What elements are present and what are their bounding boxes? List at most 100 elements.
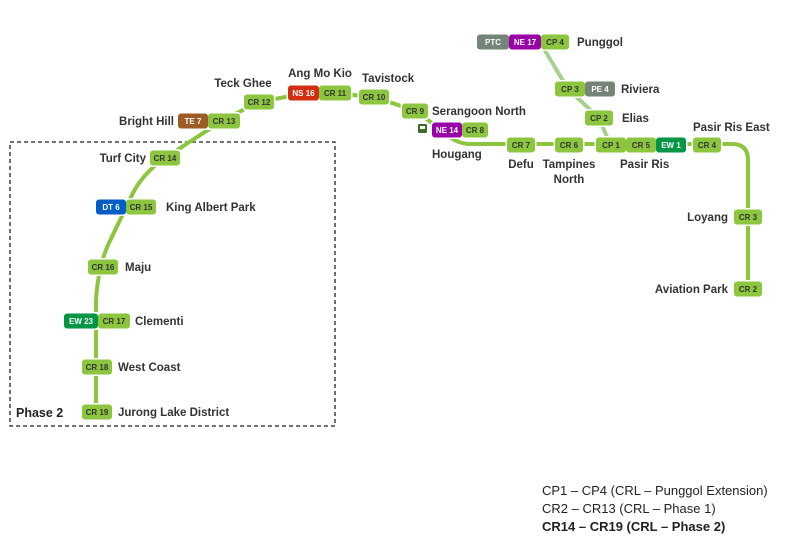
station-name-elias: Elias xyxy=(622,113,649,125)
phase-2-label: Phase 2 xyxy=(16,406,63,420)
station-code-text: CR 18 xyxy=(86,363,109,372)
station-code-chip xyxy=(656,137,686,153)
station-turf-city: CR 14 xyxy=(148,149,182,167)
station-code-text: CR 16 xyxy=(92,263,115,272)
station-code-chip xyxy=(98,313,130,329)
station-name-west-coast: West Coast xyxy=(118,362,181,374)
station-code-chip xyxy=(555,137,583,153)
station-code-text: CR 4 xyxy=(698,141,717,150)
station-code-text: DT 6 xyxy=(102,203,120,212)
legend-phase-1: CR2 – CR13 (CRL – Phase 1) xyxy=(542,501,716,516)
station-code-chip xyxy=(596,137,626,153)
station-riviera: CP 3 PE 4 xyxy=(553,80,617,98)
station-code-text: CR 9 xyxy=(406,107,425,116)
station-jurong-lake-district: CR 19 xyxy=(80,403,114,421)
station-code-chip xyxy=(319,85,351,101)
legend-phase-2: CR14 – CR19 (CRL – Phase 2) xyxy=(542,519,726,534)
station-code-chip xyxy=(359,89,389,105)
station-code-chip xyxy=(462,122,488,138)
station-code-chip xyxy=(693,137,721,153)
station-name-tampines-north: Tampines xyxy=(543,159,596,171)
station-name-hougang: Hougang xyxy=(432,149,482,161)
station-code-text: CP 1 xyxy=(602,141,620,150)
station-name-teck-ghee: Teck Ghee xyxy=(214,78,271,90)
station-code-text: CR 6 xyxy=(560,141,579,150)
station-serangoon-north: CR 9 xyxy=(400,102,430,120)
station-name-king-albert-park: King Albert Park xyxy=(166,202,256,214)
station-pasir-ris-east: CR 4 xyxy=(691,136,723,154)
station-king-albert-park: DT 6 CR 15 xyxy=(94,198,158,216)
station-code-chip xyxy=(541,34,569,50)
station-code-text: PTC xyxy=(485,38,501,47)
station-name-serangoon-north: Serangoon North xyxy=(432,106,526,118)
station-code-chip xyxy=(88,259,118,275)
crl-phase-2-track xyxy=(94,156,167,414)
station-code-chip xyxy=(477,34,509,50)
phase-2-boundary xyxy=(9,141,336,427)
station-name-riviera: Riviera xyxy=(621,84,660,96)
station-code-chip xyxy=(734,209,762,225)
station-pasir-ris: CP 1 CR 5 EW 1 xyxy=(594,136,688,154)
station-code-text: EW 23 xyxy=(69,317,94,326)
station-teck-ghee: CR 12 xyxy=(242,93,276,111)
track-lines xyxy=(94,42,750,414)
station-code-chip xyxy=(244,94,274,110)
station-name-defu: Defu xyxy=(508,159,534,171)
station-code-text: NS 16 xyxy=(292,89,315,98)
station-name-punggol: Punggol xyxy=(577,37,623,49)
station-code-text: CP 3 xyxy=(561,85,579,94)
punggol-extension-track xyxy=(539,42,612,146)
station-code-text: CR 8 xyxy=(466,126,485,135)
station-name-aviation-park: Aviation Park xyxy=(655,284,729,296)
station-code-text: CR 14 xyxy=(154,154,177,163)
station-name-turf-city: Turf City xyxy=(100,153,147,165)
station-code-chip xyxy=(150,150,180,166)
station-code-chip xyxy=(555,81,585,97)
station-name-tavistock: Tavistock xyxy=(362,73,415,85)
station-code-chip xyxy=(288,85,319,101)
station-code-chip xyxy=(64,313,98,329)
lrt-sign-icon xyxy=(418,124,427,133)
station-name-ang-mo-kio: Ang Mo Kio xyxy=(288,68,352,80)
station-aviation-park: CR 2 xyxy=(732,280,764,298)
legend: CP1 – CP4 (CRL – Punggol Extension) CR2 … xyxy=(542,482,768,536)
station-elias: CP 2 xyxy=(583,109,615,127)
station-code-text: CR 7 xyxy=(512,141,531,150)
station-code-text: CR 11 xyxy=(324,89,347,98)
station-code-text: CR 5 xyxy=(632,141,651,150)
station-maju: CR 16 xyxy=(86,258,120,276)
station-tavistock: CR 10 xyxy=(357,88,391,106)
station-code-text: CR 12 xyxy=(248,98,271,107)
station-code-chip xyxy=(82,359,112,375)
station-code-chip xyxy=(734,281,762,297)
station-code-text: EW 1 xyxy=(661,141,681,150)
station-name-pasir-ris: Pasir Ris xyxy=(620,159,669,171)
station-name-clementi: Clementi xyxy=(135,316,184,328)
station-code-chip xyxy=(509,34,541,50)
station-code-chip xyxy=(96,199,126,215)
station-code-text: PE 4 xyxy=(591,85,609,94)
station-code-chip xyxy=(585,81,615,97)
station-code-chip xyxy=(126,199,156,215)
station-code-chip xyxy=(178,113,208,129)
station-code-chip xyxy=(507,137,535,153)
station-loyang: CR 3 xyxy=(732,208,764,226)
station-name-pasir-ris-east: Pasir Ris East xyxy=(693,122,770,134)
station-code-text: CR 15 xyxy=(130,203,153,212)
station-code-text: CR 10 xyxy=(363,93,386,102)
station-name-maju: Maju xyxy=(125,262,151,274)
station-code-chip xyxy=(82,404,112,420)
station-name-loyang: Loyang xyxy=(687,212,728,224)
station-code-chip xyxy=(585,110,613,126)
station-west-coast: CR 18 xyxy=(80,358,114,376)
station-code-chip xyxy=(432,122,462,138)
station-code-text: CP 4 xyxy=(546,38,564,47)
station-name-jurong-lake-district: Jurong Lake District xyxy=(118,407,229,419)
station-code-chip xyxy=(208,113,240,129)
legend-punggol-extension: CP1 – CP4 (CRL – Punggol Extension) xyxy=(542,483,768,498)
